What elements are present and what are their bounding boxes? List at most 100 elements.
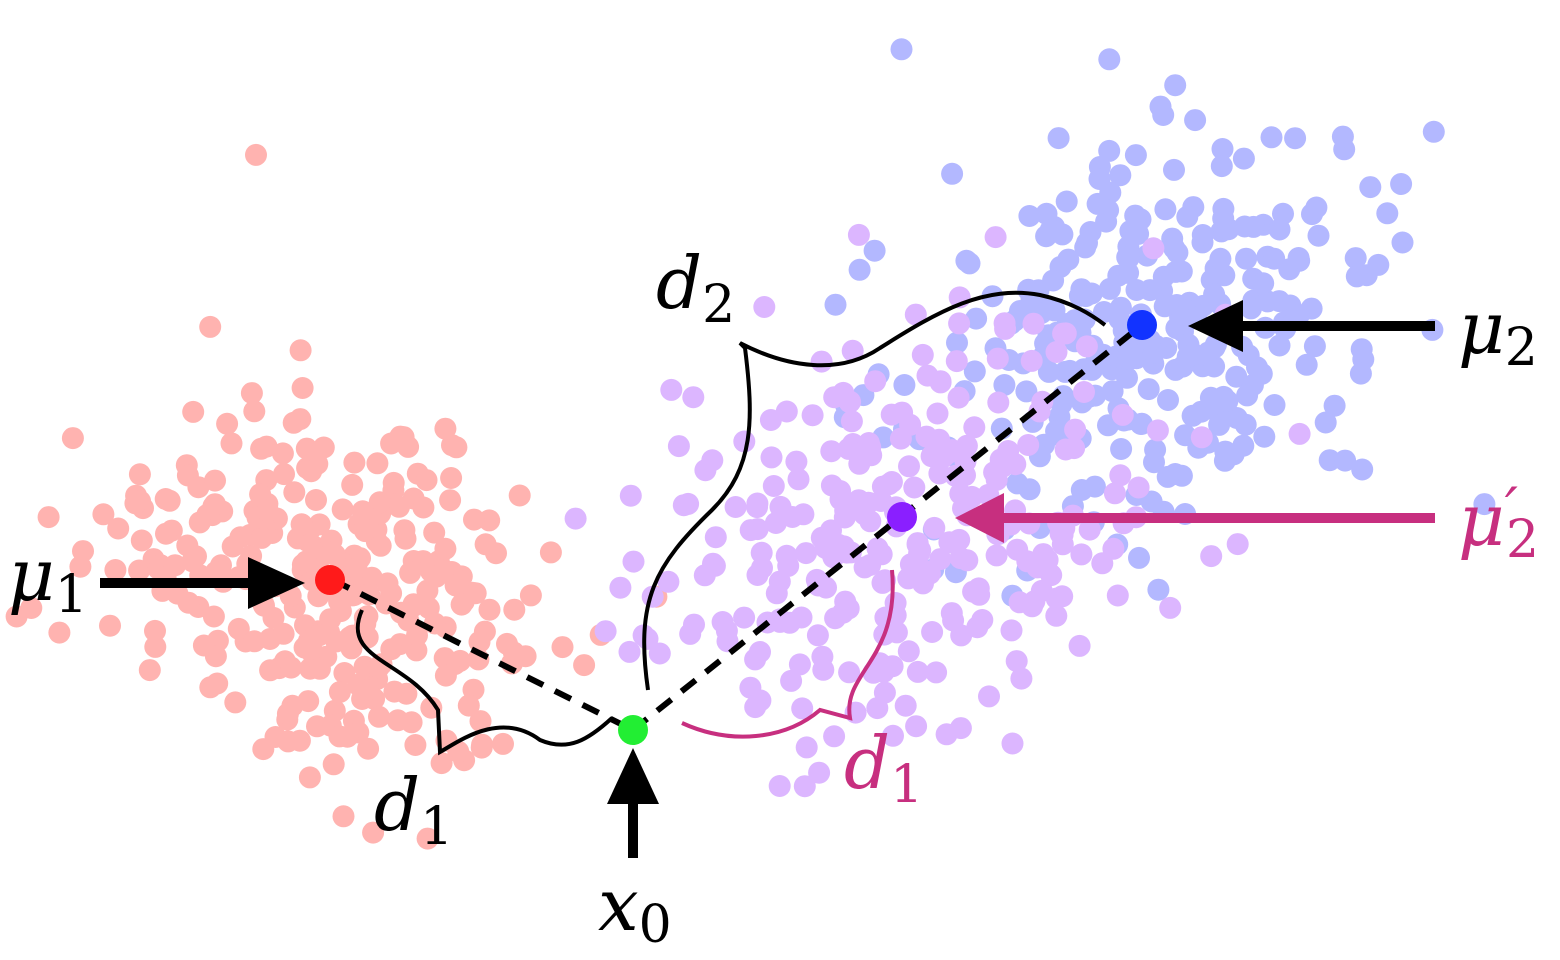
scatter-point (290, 513, 313, 536)
scatter-point (539, 541, 562, 564)
mu1-center-point (315, 565, 345, 595)
scatter-point (1217, 218, 1240, 241)
scatter-point (677, 492, 700, 515)
scatter-point (369, 534, 392, 557)
scatter-point (1331, 125, 1354, 148)
scatter-point (1098, 48, 1121, 71)
scatter-point (985, 544, 1008, 567)
scatter-point (158, 489, 181, 512)
scatter-point (249, 483, 272, 506)
scatter-point (711, 611, 734, 633)
scatter-point (1109, 464, 1132, 487)
scatter-point (1127, 476, 1150, 499)
scatter-point (1253, 425, 1276, 448)
scatter-point (357, 737, 380, 760)
scatter-point (1190, 426, 1213, 449)
scatter-point (811, 645, 834, 668)
scatter-point (341, 473, 364, 496)
label-d2-sub: 2 (702, 275, 735, 335)
scatter-point (395, 682, 418, 705)
scatter-point (202, 605, 225, 628)
scatter-point (948, 312, 971, 335)
scatter-point (1073, 381, 1095, 403)
scatter-point (667, 435, 690, 458)
scatter-point (1240, 297, 1262, 320)
scatter-point (1015, 380, 1038, 403)
scatter-point (1152, 104, 1175, 126)
scatter-point (204, 493, 226, 516)
scatter-point (199, 315, 222, 338)
scatter-point (1305, 196, 1328, 219)
scatter-point (1323, 394, 1346, 417)
scatter-point (1004, 453, 1027, 476)
scatter-point (941, 162, 964, 185)
scatter-point (749, 641, 771, 663)
scatter-point (1211, 138, 1234, 160)
scatter-point (853, 503, 876, 526)
scatter-point (839, 390, 862, 413)
scatter-point (144, 619, 166, 642)
scatter-point (1210, 155, 1233, 178)
scatter-point (164, 554, 187, 577)
scatter-point (192, 634, 215, 657)
scatter-point (416, 579, 439, 602)
scatter-point (820, 440, 843, 463)
scatter-point (1083, 475, 1106, 498)
scatter-point (1203, 336, 1226, 359)
scatter-point (1184, 109, 1207, 132)
scatter-point (1288, 422, 1311, 445)
scatter-point (220, 432, 243, 455)
brace-d2 (642, 290, 1107, 691)
scatter-point (949, 547, 972, 570)
scatter-point (1212, 197, 1235, 220)
label-d1-left-sub: 1 (420, 797, 453, 857)
scatter-point (806, 624, 829, 647)
scatter-point (928, 462, 951, 485)
scatter-point (404, 734, 427, 756)
scatter-point (906, 660, 929, 683)
scatter-point (182, 400, 205, 423)
scatter-point (298, 766, 321, 789)
scatter-point (245, 143, 267, 166)
scatter-point (859, 436, 882, 459)
scatter-point (1001, 732, 1024, 755)
scatter-point (920, 445, 943, 468)
scatter-point (960, 485, 983, 508)
scatter-point (328, 681, 351, 703)
scatter-point (277, 730, 300, 753)
scatter-point (1213, 449, 1236, 472)
scatter-point (792, 503, 815, 526)
label-mu2: μ2 (1458, 286, 1538, 378)
scatter-point (769, 610, 791, 633)
scatter-point (899, 553, 922, 576)
scatter-point (791, 697, 814, 720)
scatter-point (107, 517, 130, 540)
scatter-point (1103, 482, 1126, 505)
scatter-point (928, 428, 951, 451)
scatter-point (104, 559, 127, 581)
scatter-point (250, 526, 273, 549)
scatter-point (206, 672, 229, 695)
scatter-point (1068, 634, 1091, 657)
scatter-point (775, 544, 798, 567)
scatter-point (768, 775, 791, 797)
scatter-point (724, 496, 747, 518)
label-d2-base: d (656, 241, 702, 325)
scatter-point (255, 435, 278, 458)
scatter-point (904, 303, 927, 326)
scatter-point (823, 725, 846, 748)
scatter-point (1081, 358, 1104, 381)
brace-d1-right (681, 569, 895, 739)
scatter-point (815, 576, 837, 599)
scatter-point (331, 498, 354, 521)
scatter-point (1351, 458, 1374, 481)
label-mu2-base: μ (1458, 286, 1505, 370)
scatter-point (762, 475, 785, 497)
scatter-point (1252, 272, 1275, 295)
scatter-point (898, 455, 920, 478)
scatter-point (938, 531, 961, 554)
scatter-point (430, 752, 453, 775)
scatter-point (1039, 219, 1062, 242)
scatter-point (469, 710, 492, 733)
arrow-left-icon (955, 493, 1435, 543)
